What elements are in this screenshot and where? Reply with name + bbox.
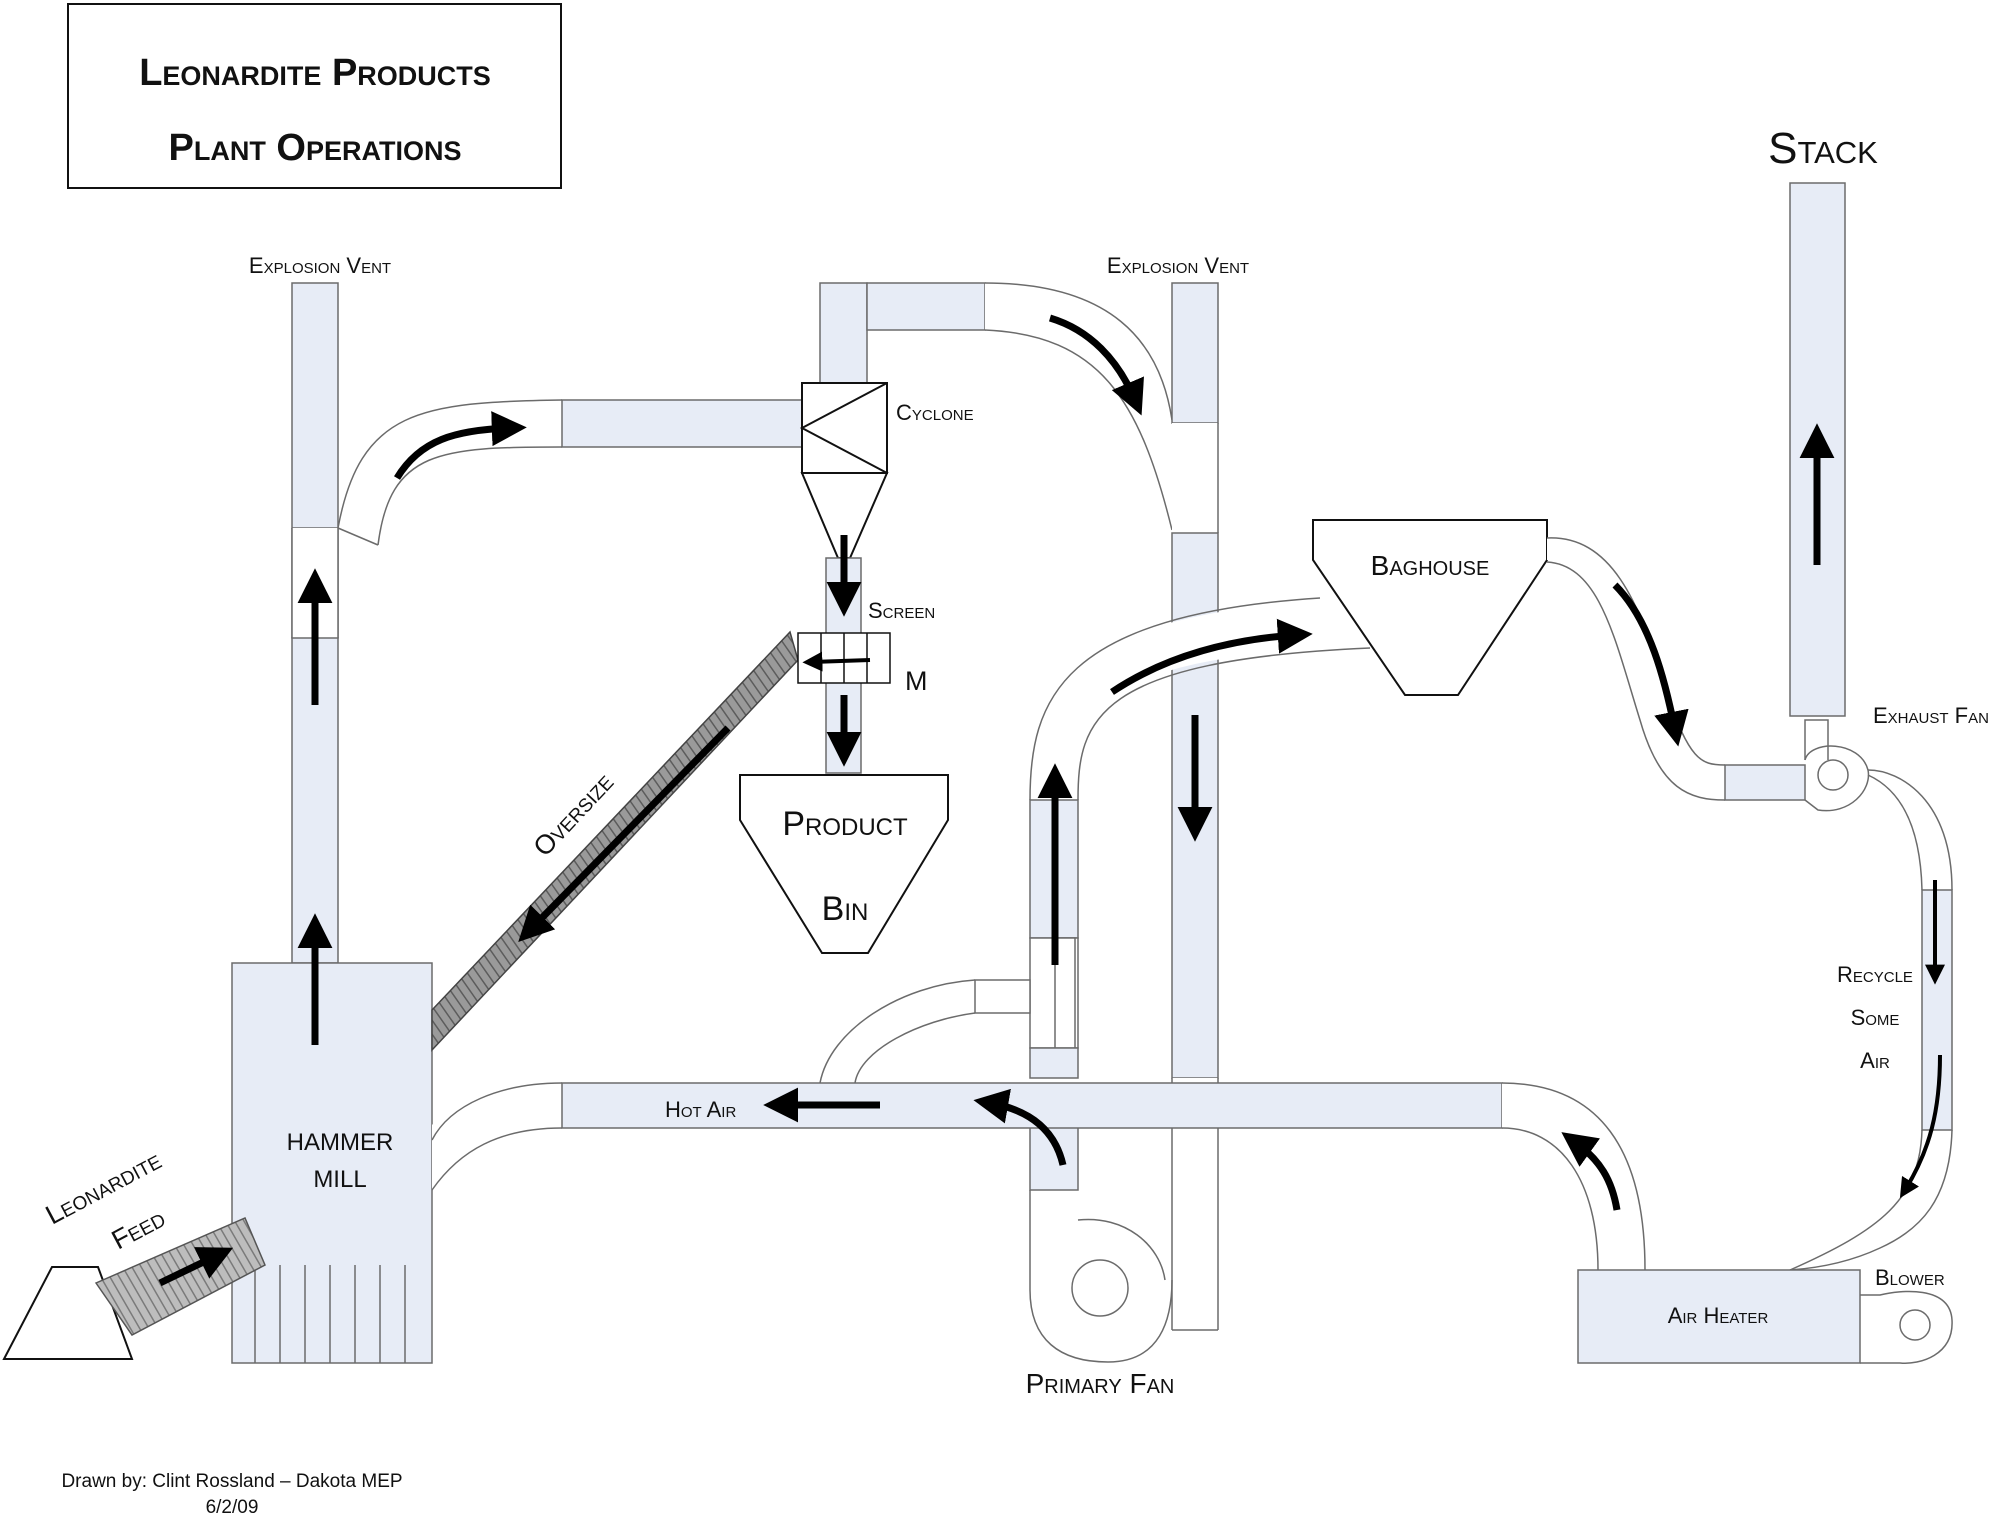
product-bin-label-1: Product	[782, 805, 908, 843]
title-line-1: Leonardite Products	[139, 52, 491, 94]
fan-outlet-arrow	[973, 1088, 1067, 1166]
title-box: Leonardite Products Plant Operations	[67, 3, 562, 189]
baghouse-inlet-arrow	[1110, 618, 1313, 695]
cyclone-label: Cyclone	[896, 400, 974, 425]
hammer-mill-label-2: MILL	[313, 1166, 366, 1193]
screen-arrow	[802, 651, 871, 672]
exhaust-fan	[1804, 719, 1870, 812]
oversize-conveyor	[431, 630, 799, 1052]
drawing-date-label: 6/2/09	[206, 1497, 259, 1518]
exhaust-fan-label: Exhaust Fan	[1873, 703, 1989, 728]
screen	[797, 535, 891, 774]
oversize-arrow	[518, 725, 731, 942]
cyclone	[799, 382, 889, 559]
product-bin: Product Bin	[739, 774, 949, 954]
motor-label: M	[905, 666, 928, 696]
riser-curve-arrow	[394, 411, 527, 480]
product-bin-label-2: Bin	[822, 890, 869, 928]
primary-fan-label: Primary Fan	[1026, 1368, 1175, 1399]
screen-label: Screen	[868, 598, 935, 623]
baghouse-outlet-duct	[1546, 537, 1806, 801]
feed-label: Feed	[107, 1203, 170, 1256]
recycle-curve-arrow	[1899, 1054, 1942, 1199]
cyclone-top-duct	[819, 282, 1173, 535]
bypass-loop-duct	[819, 979, 1031, 1084]
primary-fan	[1071, 1218, 1166, 1317]
feed-conveyor	[94, 1217, 266, 1336]
hammer-mill-label-1: HAMMER	[287, 1129, 394, 1156]
blower-label: Blower	[1875, 1265, 1945, 1290]
recycle-label-1: Recycle	[1837, 962, 1913, 987]
cyclone-outlet-arrow	[1048, 314, 1144, 416]
heater-outlet-arrow	[1561, 1132, 1621, 1211]
stack-label: Stack	[1768, 124, 1878, 173]
blower	[1860, 1290, 1953, 1364]
baghouse-label: Baghouse	[1371, 550, 1490, 581]
explosion-vent-right-label: Explosion Vent	[1107, 253, 1249, 278]
explosion-vent-left-label: Explosion Vent	[249, 253, 391, 278]
baghouse: Baghouse	[1312, 519, 1548, 696]
hammer-mill-riser	[291, 282, 339, 964]
title-line-2: Plant Operations	[169, 127, 462, 169]
recycle-label-2: Some	[1851, 1005, 1900, 1030]
riser-to-cyclone-duct	[337, 399, 803, 546]
drawn-by-label: Drawn by: Clint Rossland – Dakota MEP	[61, 1471, 402, 1492]
air-heater-label: Air Heater	[1668, 1303, 1769, 1328]
hot-air-label: Hot Air	[665, 1097, 736, 1122]
hammer-mill: HAMMER MILL	[231, 962, 433, 1364]
air-heater: Air Heater	[1577, 1269, 1861, 1364]
baghouse-supply-duct	[1029, 597, 1371, 1363]
baghouse-outlet-arrow	[1612, 582, 1689, 747]
feed-arrow	[158, 1247, 234, 1287]
recycle-label-3: Air	[1860, 1048, 1890, 1073]
